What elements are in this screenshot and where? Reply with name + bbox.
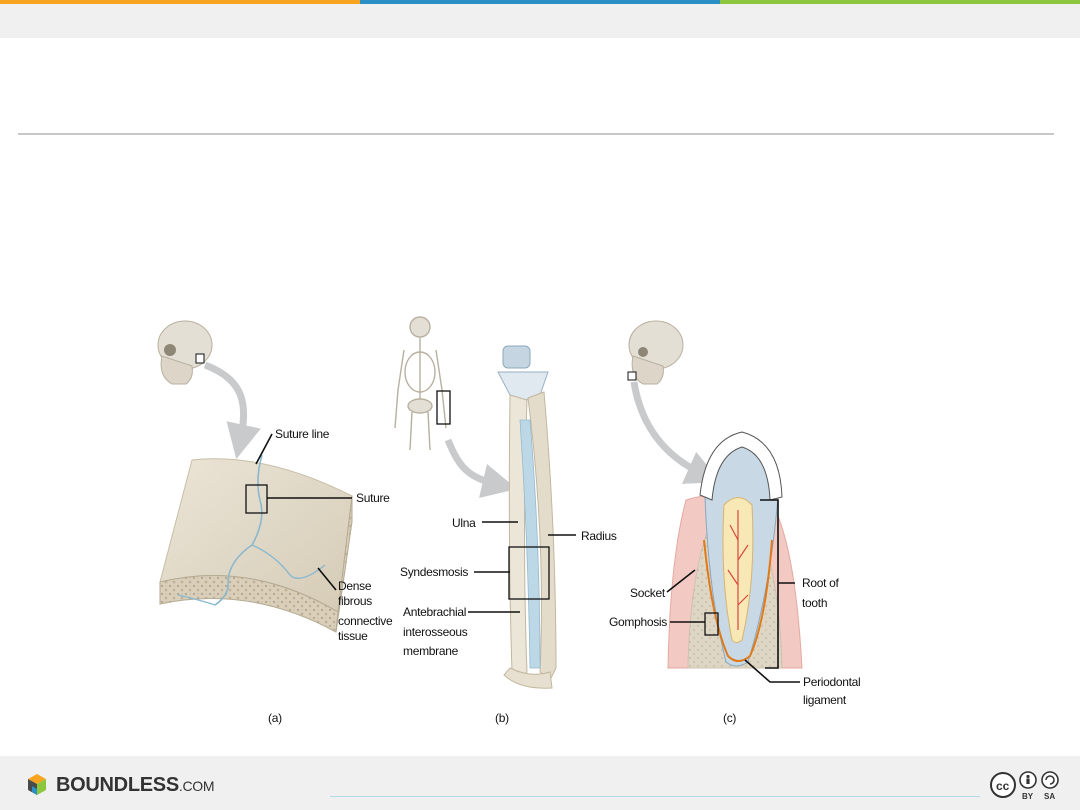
label-tooth: tooth	[802, 596, 827, 610]
label-ligament: ligament	[803, 693, 847, 707]
footer-bar	[0, 756, 1080, 810]
license-by: BY	[1022, 792, 1034, 801]
label-suture-line: Suture line	[275, 427, 330, 441]
label-membrane: membrane	[403, 644, 459, 658]
label-radius: Radius	[581, 529, 617, 543]
boundless-logo-text[interactable]: BOUNDLESS.COM	[56, 774, 215, 797]
cc-by-sa-license-icon[interactable]: cc BY SA	[990, 770, 1062, 802]
boundless-logo-icon	[28, 774, 46, 795]
svg-text:cc: cc	[996, 779, 1010, 793]
top-header-strip	[0, 0, 1080, 38]
label-dense: Dense	[338, 579, 372, 593]
footer-divider	[330, 796, 980, 797]
label-interosseous: interosseous	[403, 625, 468, 639]
label-gomphosis: Gomphosis	[609, 615, 667, 629]
panel-a-suture: Suture line Suture Dense fibrous connect…	[157, 320, 393, 725]
license-sa: SA	[1044, 792, 1055, 801]
label-root-of: Root of	[802, 576, 840, 590]
title-divider	[18, 133, 1054, 135]
caption-a: (a)	[268, 711, 282, 725]
label-ulna: Ulna	[452, 516, 476, 530]
panel-b-syndesmosis: Ulna Radius Syndesmosis Antebrachial int…	[394, 316, 617, 725]
skull-icon-a	[157, 320, 213, 385]
label-periodontal: Periodontal	[803, 675, 860, 689]
label-tissue: tissue	[338, 629, 368, 643]
panel-c-gomphosis: Socket Gomphosis Root of tooth Periodont…	[609, 320, 861, 725]
label-antebrachial: Antebrachial	[403, 605, 466, 619]
label-connective: connective	[338, 614, 393, 628]
brand-name: BOUNDLESS	[56, 774, 179, 796]
suture-highlight-box	[245, 484, 268, 514]
gomphosis-highlight-box	[704, 612, 719, 636]
label-suture: Suture	[356, 491, 390, 505]
caption-b: (b)	[495, 711, 509, 725]
skeleton-icon	[394, 316, 451, 451]
accent-bar-green	[720, 0, 1080, 4]
label-fibrous: fibrous	[338, 594, 372, 608]
skull-icon-c	[627, 320, 684, 385]
accent-bar-blue	[360, 0, 720, 4]
label-socket: Socket	[630, 586, 666, 600]
caption-c: (c)	[723, 711, 736, 725]
fibrous-joints-figure: Suture line Suture Dense fibrous connect…	[157, 316, 861, 725]
label-syndesmosis: Syndesmosis	[400, 565, 468, 579]
syndesmosis-highlight-box	[508, 546, 550, 600]
brand-suffix: .COM	[178, 778, 215, 794]
accent-bar-orange	[0, 0, 360, 4]
